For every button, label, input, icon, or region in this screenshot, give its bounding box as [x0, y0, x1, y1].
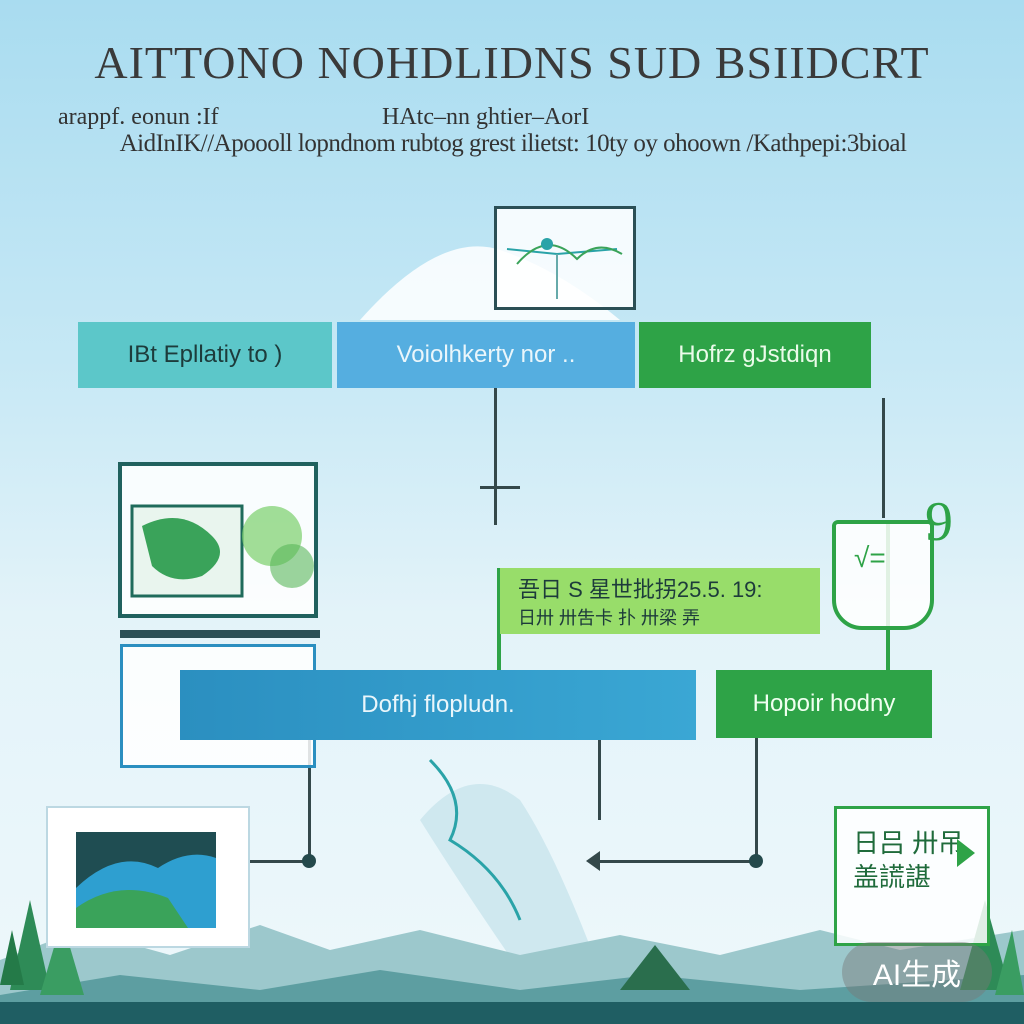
connector-left-vertical [308, 740, 311, 862]
box-top-middle[interactable]: Voiolhkerty nor .. [337, 322, 635, 388]
bottom-right-box[interactable]: 日吕 卅吊 盖謊諶 [834, 806, 990, 946]
play-arrow-icon [957, 839, 975, 867]
left-monitor-illustration [118, 462, 318, 618]
connector-left-horizontal [210, 860, 310, 863]
peak-bottom [620, 945, 690, 990]
connector-right-horizontal [595, 860, 757, 863]
ai-watermark: AI生成 [842, 942, 992, 1002]
plant-sketch-icon [506, 238, 623, 299]
tree-left-3 [0, 930, 24, 985]
bottom-left-image [46, 806, 250, 948]
box-top-right-label: Hofrz gJstdiqn [678, 341, 832, 368]
connector-right-lower-vertical [755, 738, 758, 860]
document-icon: √= [832, 520, 934, 630]
tree-left-2 [40, 920, 84, 995]
arrow-left-icon [586, 851, 600, 871]
connector-top-stub [480, 486, 520, 489]
connector-right-dot [749, 854, 763, 868]
tree-right-2 [995, 930, 1024, 995]
box-blue-bar-label: Dofhj flopludn. [361, 691, 515, 718]
connector-left-dot [302, 854, 316, 868]
box-blue-bar[interactable]: Dofhj flopludn. [180, 670, 696, 740]
box-right-green-label: Hopoir hodny [752, 690, 896, 717]
ground [0, 1002, 1024, 1024]
document-icon-symbol: √= [854, 542, 886, 573]
waterfall-mountain [420, 784, 610, 1000]
connector-top-right-vertical [882, 398, 885, 518]
box-top-right[interactable]: Hofrz gJstdiqn [639, 322, 871, 388]
connector-center-vertical [598, 740, 601, 820]
box-mid-green-label: 吾日 S 星世批拐25.5. 19: [518, 577, 763, 602]
subtitle-left: arappf. eonun :If [58, 104, 219, 130]
diagram-title: AITTONO NOHDLIDNS SUD BSIIDCRT [94, 37, 930, 88]
squiggle-mark: 9 [925, 491, 953, 553]
top-image-card [494, 206, 636, 310]
landscape-photo-icon [76, 832, 216, 928]
map-collage-icon [130, 504, 314, 598]
box-mid-green[interactable]: 吾日 S 星世批拐25.5. 19: 日卅 卅吿卡 扑 卅梁 弄 [500, 568, 820, 634]
box-mid-green-label-2: 日卅 卅吿卡 扑 卅梁 弄 [518, 608, 701, 628]
box-top-left[interactable]: IBt Epllatiy to ) [78, 322, 332, 388]
left-monitor-stand [120, 630, 320, 638]
subtitle-center: HAtc–nn ghtier–AorI [382, 104, 590, 130]
bottom-right-box-label: 日吕 卅吊 盖謊諶 [853, 828, 965, 892]
box-top-left-label: IBt Epllatiy to ) [127, 341, 283, 368]
subtitle-line2: AidInIK//Apoooll lopndnom rubtog grest i… [119, 130, 907, 157]
connector-top-vertical [494, 385, 497, 525]
connector-mid-vertical [497, 568, 501, 672]
box-right-green[interactable]: Hopoir hodny [716, 670, 932, 738]
river [428, 758, 522, 921]
box-top-middle-label: Voiolhkerty nor .. [396, 341, 576, 368]
